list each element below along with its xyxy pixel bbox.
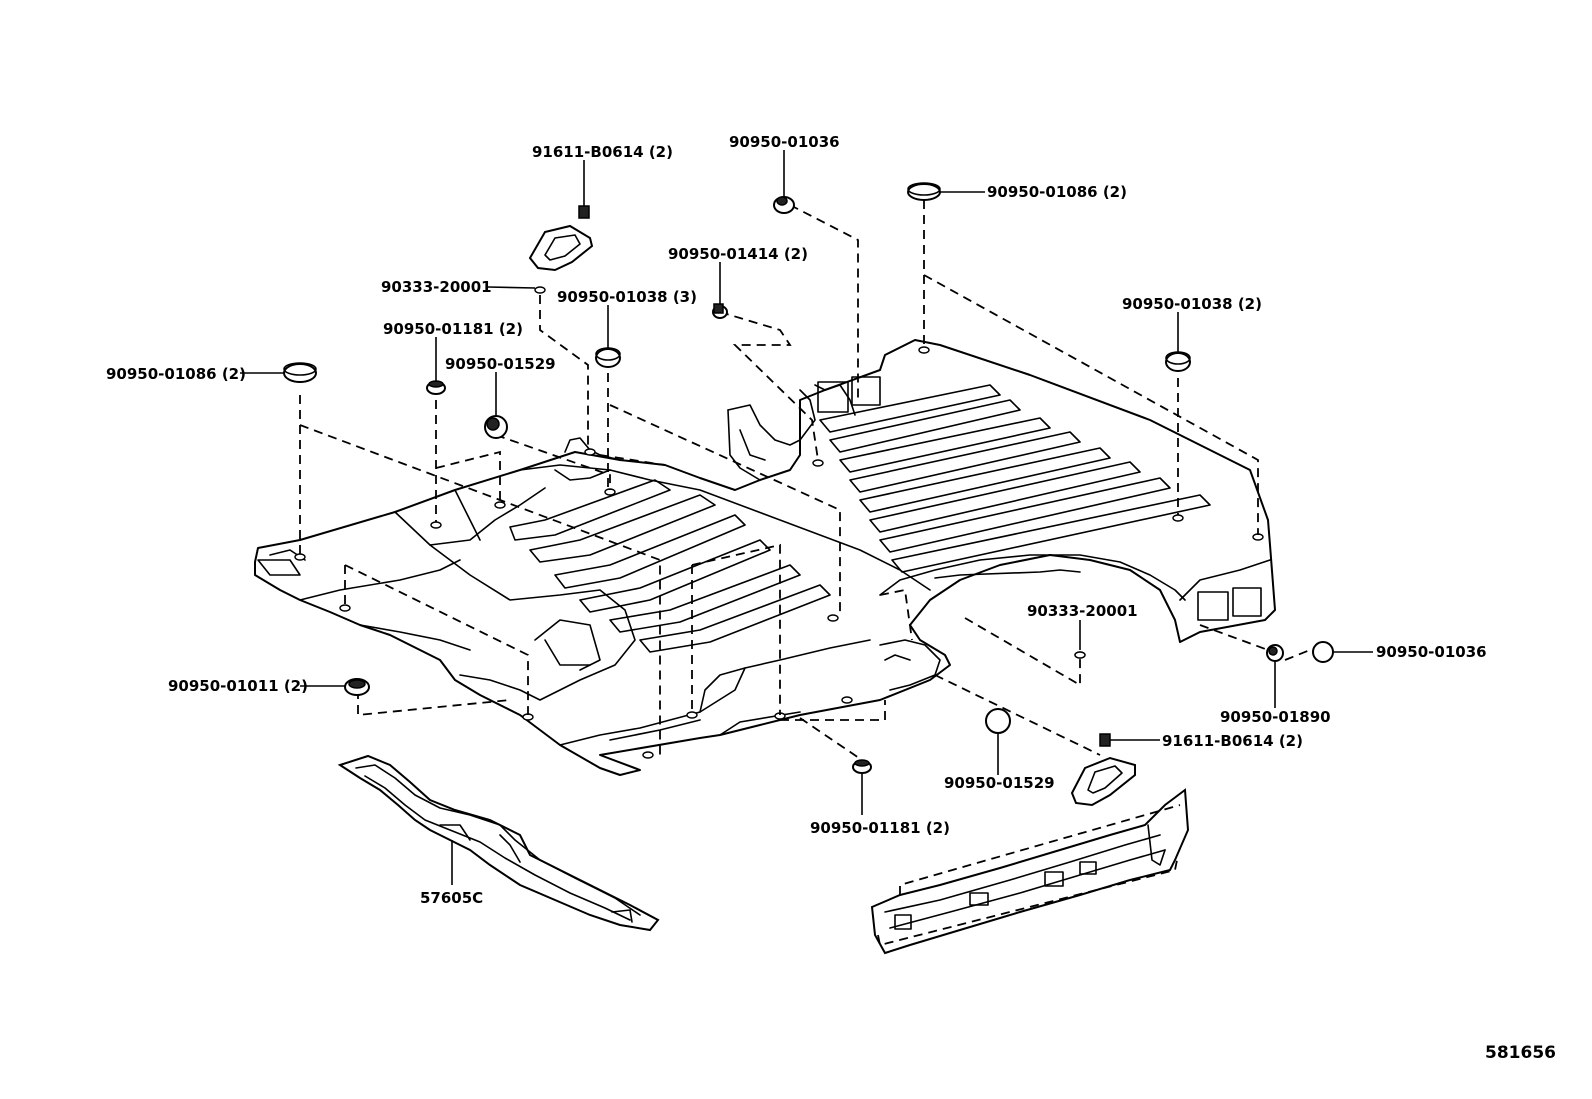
- bolt-91611-bottom: [1070, 733, 1136, 807]
- callout-91611-b0614-bottom: 91611-B0614 (2): [1162, 732, 1303, 750]
- plug-90950-01038-left: [595, 347, 621, 368]
- callout-90950-01529-bottom: 90950-01529: [944, 774, 1055, 792]
- callout-90950-01011: 90950-01011 (2): [168, 677, 308, 695]
- callout-90333-20001-right: 90333-20001: [1027, 602, 1138, 620]
- plug-90950-01414: [712, 303, 728, 319]
- cross-member-57605c: [337, 754, 660, 932]
- plug-90950-01181-bottom: [852, 759, 872, 774]
- callout-90333-20001-top: 90333-20001: [381, 278, 492, 296]
- callout-90950-01036-top: 90950-01036: [729, 133, 840, 151]
- side-rail: [870, 788, 1190, 955]
- callout-91611-b0614-top: 91611-B0614 (2): [532, 143, 673, 161]
- plug-90950-01890: [1266, 644, 1284, 662]
- callout-90950-01181-bottom: 90950-01181 (2): [810, 819, 950, 837]
- callout-90950-01414: 90950-01414 (2): [668, 245, 808, 263]
- plug-90950-01036-right: [1312, 641, 1334, 663]
- callout-90950-01086-right: 90950-01086 (2): [987, 183, 1127, 201]
- callout-90950-01036-right: 90950-01036: [1376, 643, 1487, 661]
- callout-57605c: 57605C: [420, 889, 483, 907]
- explode-lines: [299, 200, 1311, 761]
- rear-floor-ribs: [819, 384, 1211, 573]
- plug-90950-01011: [344, 678, 370, 696]
- plug-90950-01181-left: [426, 380, 446, 395]
- document-number: 581656: [1485, 1043, 1556, 1063]
- plug-90950-01529-left: [484, 415, 508, 439]
- plug-90950-01529-bottom: [985, 708, 1011, 734]
- plug-90950-01086-left: [283, 362, 317, 383]
- plug-90950-01086-top: [907, 182, 941, 201]
- callout-90950-01529-left: 90950-01529: [445, 355, 556, 373]
- plug-90950-01036-top: [773, 196, 795, 214]
- callout-90950-01038-3: 90950-01038 (3): [557, 288, 697, 306]
- callout-90950-01890: 90950-01890: [1220, 708, 1331, 726]
- callout-90950-01086-left: 90950-01086 (2): [106, 365, 246, 383]
- clip-90333-top: [534, 286, 546, 294]
- callout-90950-01181-left: 90950-01181 (2): [383, 320, 523, 338]
- front-floor-ribs: [509, 479, 831, 653]
- plug-90950-01038-right: [1165, 351, 1191, 372]
- leader-lines: [240, 150, 1373, 885]
- callout-labels: 91611-B0614 (2) 90950-01036 90950-01086 …: [106, 133, 1487, 907]
- bolt-91611-top: [528, 205, 594, 272]
- clip-90333-right: [1074, 651, 1086, 659]
- callout-90950-01038-2: 90950-01038 (2): [1122, 295, 1262, 313]
